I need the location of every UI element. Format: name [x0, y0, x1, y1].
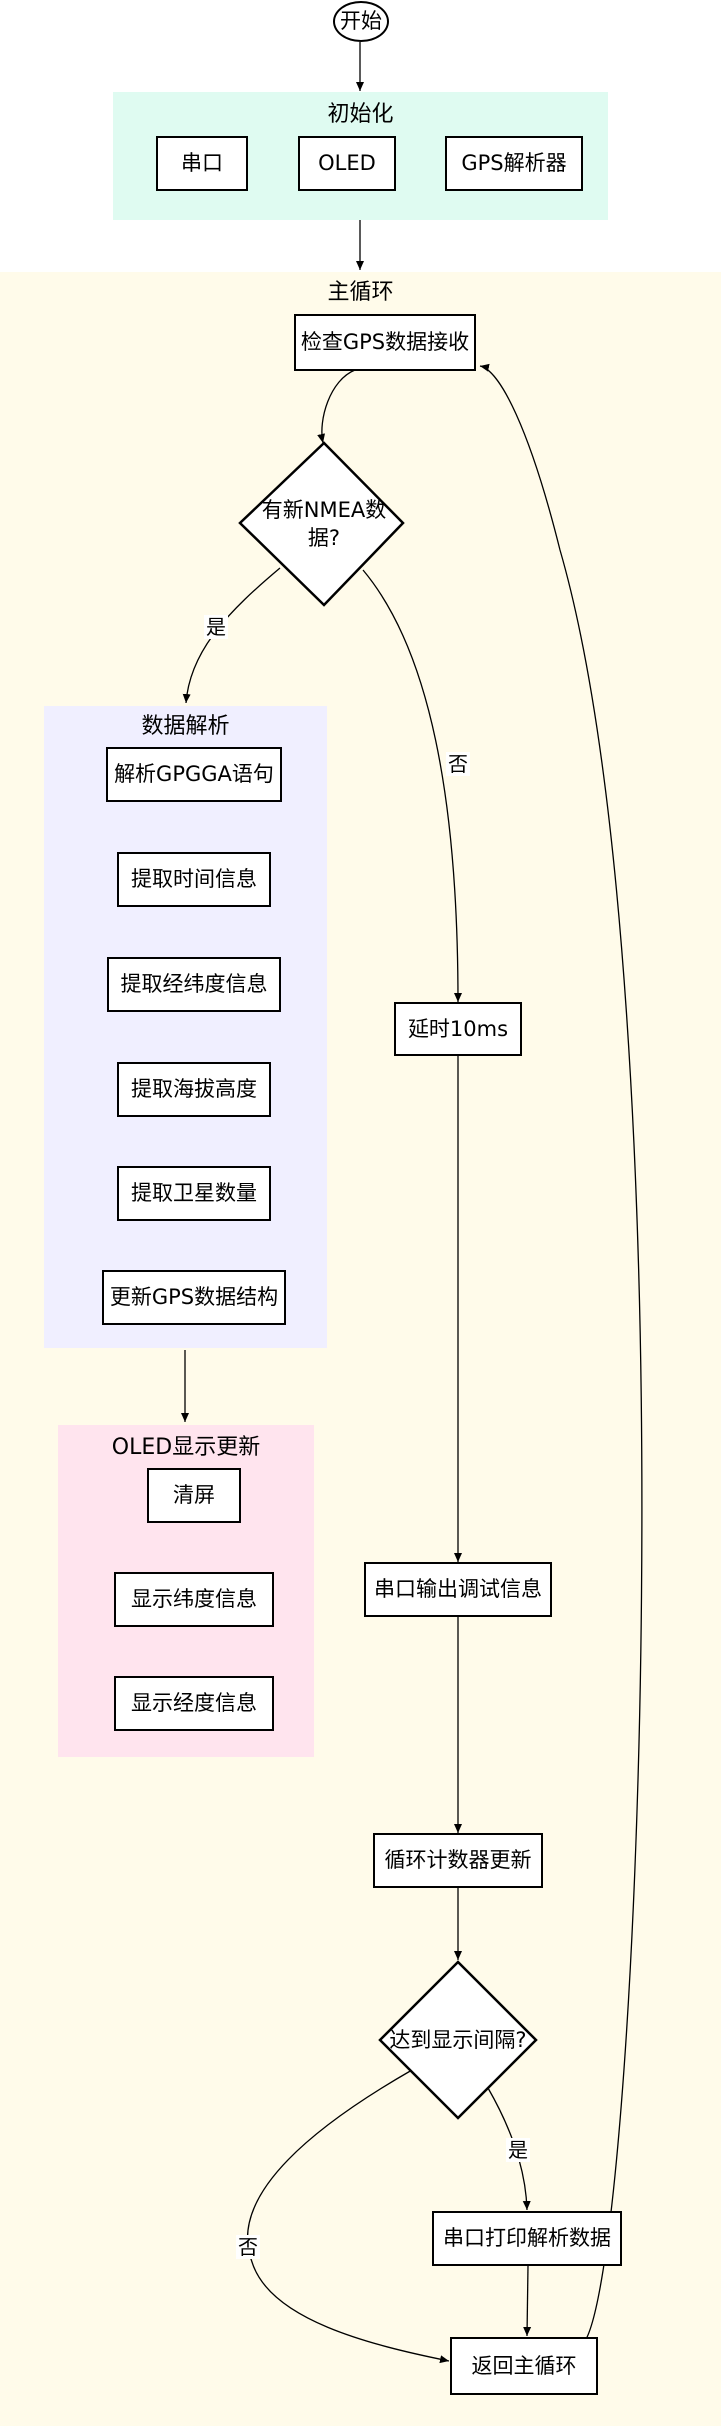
- init-uart-node: 串口: [156, 136, 248, 191]
- decision-display-shape: [378, 1960, 538, 2120]
- edge-print-return: [523, 2265, 532, 2337]
- init-oled-node: OLED: [298, 136, 396, 191]
- init-gps-parser-node: GPS解析器: [445, 136, 583, 191]
- decision-nmea-label: 有新NMEA数据?: [261, 497, 387, 550]
- extract-satellites-node: 提取卫星数量: [117, 1166, 271, 1221]
- uart-debug-node: 串口输出调试信息: [364, 1562, 552, 1617]
- extract-latlon-node: 提取经纬度信息: [107, 957, 281, 1012]
- parse-gpgga-node: 解析GPGGA语句: [106, 747, 282, 802]
- edge-display-no: [247, 2069, 450, 2364]
- edge-check-decision: [317, 369, 356, 444]
- clear-screen-node: 清屏: [147, 1468, 241, 1523]
- main-loop-zone: 主循环: [0, 272, 721, 2426]
- parse-zone: 数据解析: [44, 706, 327, 1348]
- init-title: 初始化: [327, 102, 394, 127]
- parse-title: 数据解析: [141, 714, 230, 739]
- no-label-nmea: 否: [446, 752, 470, 776]
- show-lat-node: 显示纬度信息: [114, 1572, 274, 1627]
- edge-decision-no: [362, 569, 462, 1003]
- start-node: 开始: [333, 1, 389, 42]
- delay-node: 延时10ms: [394, 1002, 522, 1056]
- main-loop-title: 主循环: [327, 280, 394, 305]
- no-label-display: 否: [236, 2235, 260, 2259]
- check-gps-node: 检查GPS数据接收: [294, 314, 476, 371]
- edge-decision-yes: [182, 567, 281, 704]
- update-gps-struct-node: 更新GPS数据结构: [102, 1270, 286, 1325]
- extract-time-node: 提取时间信息: [117, 852, 271, 907]
- decision-display-label: 达到显示间隔?: [389, 2027, 527, 2052]
- extract-altitude-node: 提取海拔高度: [117, 1062, 271, 1117]
- edge-loop-back: [479, 363, 643, 2346]
- yes-label-display: 是: [506, 2138, 530, 2162]
- show-lon-node: 显示经度信息: [114, 1676, 274, 1731]
- print-parse-node: 串口打印解析数据: [432, 2211, 622, 2266]
- oled-title: OLED显示更新: [111, 1435, 261, 1460]
- counter-update-node: 循环计数器更新: [373, 1833, 543, 1888]
- return-loop-node: 返回主循环: [450, 2337, 598, 2395]
- yes-label-nmea: 是: [204, 615, 228, 639]
- decision-nmea-shape: [238, 441, 405, 607]
